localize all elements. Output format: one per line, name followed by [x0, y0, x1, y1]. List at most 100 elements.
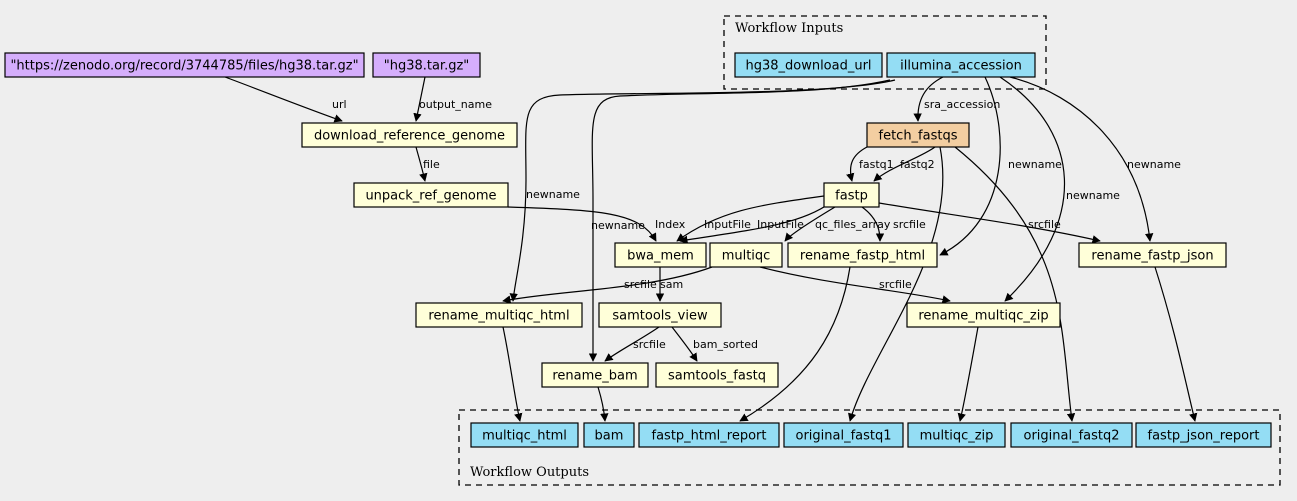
edge-rbam-to-out_bam — [597, 386, 609, 422]
node-box — [415, 302, 583, 328]
node-fastp[interactable]: fastp — [823, 182, 880, 208]
node-out_bam[interactable]: bam — [583, 422, 635, 448]
node-box — [301, 122, 518, 148]
edge-fastp-to-rfh — [861, 206, 885, 242]
node-out_of1[interactable]: original_fastq1 — [783, 422, 904, 448]
edge-const_name-to-download — [413, 76, 426, 122]
node-rmh[interactable]: rename_multiqc_html — [415, 302, 583, 328]
edge-rfj-to-out_fjr — [1154, 266, 1198, 422]
edge-label: Index — [655, 218, 686, 231]
node-box — [907, 422, 1006, 448]
node-label: bwa_mem — [627, 249, 694, 264]
edge-label: sra_accession — [924, 98, 1000, 111]
node-out_mz[interactable]: multiqc_zip — [907, 422, 1006, 448]
edge-label: newname — [526, 188, 580, 201]
node-label: illumina_accession — [900, 59, 1022, 74]
edge-stv-to-rbam — [604, 326, 660, 362]
edge-label: InputFile — [704, 218, 751, 231]
node-unpack[interactable]: unpack_ref_genome — [353, 182, 509, 208]
node-box — [353, 182, 509, 208]
node-box — [470, 422, 579, 448]
node-box — [372, 52, 481, 78]
node-rbam[interactable]: rename_bam — [541, 362, 649, 388]
node-label: samtools_fastq — [668, 369, 766, 384]
node-label: rename_fastp_html — [800, 249, 925, 264]
node-label: download_reference_genome — [314, 129, 505, 144]
node-out_fhr[interactable]: fastp_html_report — [638, 422, 780, 448]
edge-label: fastq1 — [859, 158, 894, 171]
node-label: rename_fastp_json — [1091, 249, 1213, 264]
node-label: original_fastq2 — [1023, 429, 1119, 444]
edge-multiqc-to-rmh — [502, 266, 713, 304]
node-box — [655, 362, 779, 388]
node-label: fastp_json_report — [1148, 429, 1260, 444]
edge-fastp-to-multiqc — [784, 206, 836, 242]
edge-label: newname — [1066, 189, 1120, 202]
edge-in_acc-to-rmh — [509, 79, 896, 302]
edge-in_acc-to-rfh — [939, 76, 1001, 256]
cluster-outputs-label: Workflow Outputs — [470, 465, 589, 480]
edge-unpack-to-bwa — [507, 206, 657, 242]
node-stf[interactable]: samtools_fastq — [655, 362, 779, 388]
edge-rfh-to-out_fhr — [739, 266, 851, 422]
node-box — [598, 302, 722, 328]
cluster-inputs-label: Workflow Inputs — [735, 21, 843, 36]
node-label: multiqc — [722, 249, 771, 264]
edge-label: output_name — [419, 98, 492, 111]
node-out_fjr[interactable]: fastp_json_report — [1135, 422, 1272, 448]
node-bwa[interactable]: bwa_mem — [614, 242, 707, 268]
node-box — [583, 422, 635, 448]
node-box — [787, 242, 938, 268]
node-out_of2[interactable]: original_fastq2 — [1010, 422, 1133, 448]
node-label: bam — [595, 429, 624, 444]
node-label: samtools_view — [612, 309, 708, 324]
node-label: rename_bam — [552, 369, 637, 384]
node-box — [1010, 422, 1133, 448]
edge-fetch-to-out_of1 — [848, 146, 944, 422]
node-const_name[interactable]: "hg38.tar.gz" — [372, 52, 481, 78]
edge-label: newname — [1008, 158, 1062, 171]
node-box — [709, 242, 783, 268]
node-in_url[interactable]: hg38_download_url — [734, 52, 883, 78]
node-download[interactable]: download_reference_genome — [301, 122, 518, 148]
node-box — [823, 182, 880, 208]
node-label: fetch_fastqs — [879, 129, 958, 144]
node-in_acc[interactable]: illumina_accession — [886, 52, 1036, 78]
node-fetch[interactable]: fetch_fastqs — [866, 122, 970, 148]
node-rmz[interactable]: rename_multiqc_zip — [906, 302, 1061, 328]
node-label: fastp_html_report — [652, 429, 767, 444]
edge-label: srcfile — [1028, 218, 1061, 231]
edge-download-to-unpack — [415, 146, 428, 182]
node-const_url[interactable]: "https://zenodo.org/record/3744785/files… — [4, 52, 365, 78]
node-box — [783, 422, 904, 448]
node-multiqc[interactable]: multiqc — [709, 242, 783, 268]
node-out_mh[interactable]: multiqc_html — [470, 422, 579, 448]
edge-fastp-to-rfj — [878, 202, 1101, 244]
node-label: rename_multiqc_zip — [918, 309, 1048, 324]
node-label: unpack_ref_genome — [365, 189, 496, 204]
node-box — [614, 242, 707, 268]
edge-multiqc-to-rmz — [759, 266, 951, 304]
edge-label: bam_sorted — [693, 338, 758, 351]
node-rfh[interactable]: rename_fastp_html — [787, 242, 938, 268]
edge-label: newname — [591, 219, 645, 232]
edge-label: InputFile — [757, 218, 804, 231]
node-box — [1078, 242, 1227, 268]
edge-label: fastq2 — [900, 158, 935, 171]
node-label: "https://zenodo.org/record/3744785/files… — [10, 59, 358, 74]
cluster-outputs — [458, 409, 1281, 486]
node-box — [541, 362, 649, 388]
node-rfj[interactable]: rename_fastp_json — [1078, 242, 1227, 268]
edge-in_acc-to-fetch — [913, 76, 944, 122]
node-stv[interactable]: samtools_view — [598, 302, 722, 328]
edge-label: file — [423, 158, 440, 171]
edge-label: srcfile — [879, 278, 912, 291]
edge-fastp-to-bwa — [679, 202, 831, 244]
edge-in_acc-to-rfj — [1009, 76, 1154, 242]
node-box — [4, 52, 365, 78]
edge-label: qc_files_array — [815, 218, 891, 231]
node-label: fastp — [835, 189, 868, 204]
edge-label: newname — [1127, 158, 1181, 171]
edge-label: srcfile — [633, 338, 666, 351]
node-label: "hg38.tar.gz" — [384, 59, 470, 74]
